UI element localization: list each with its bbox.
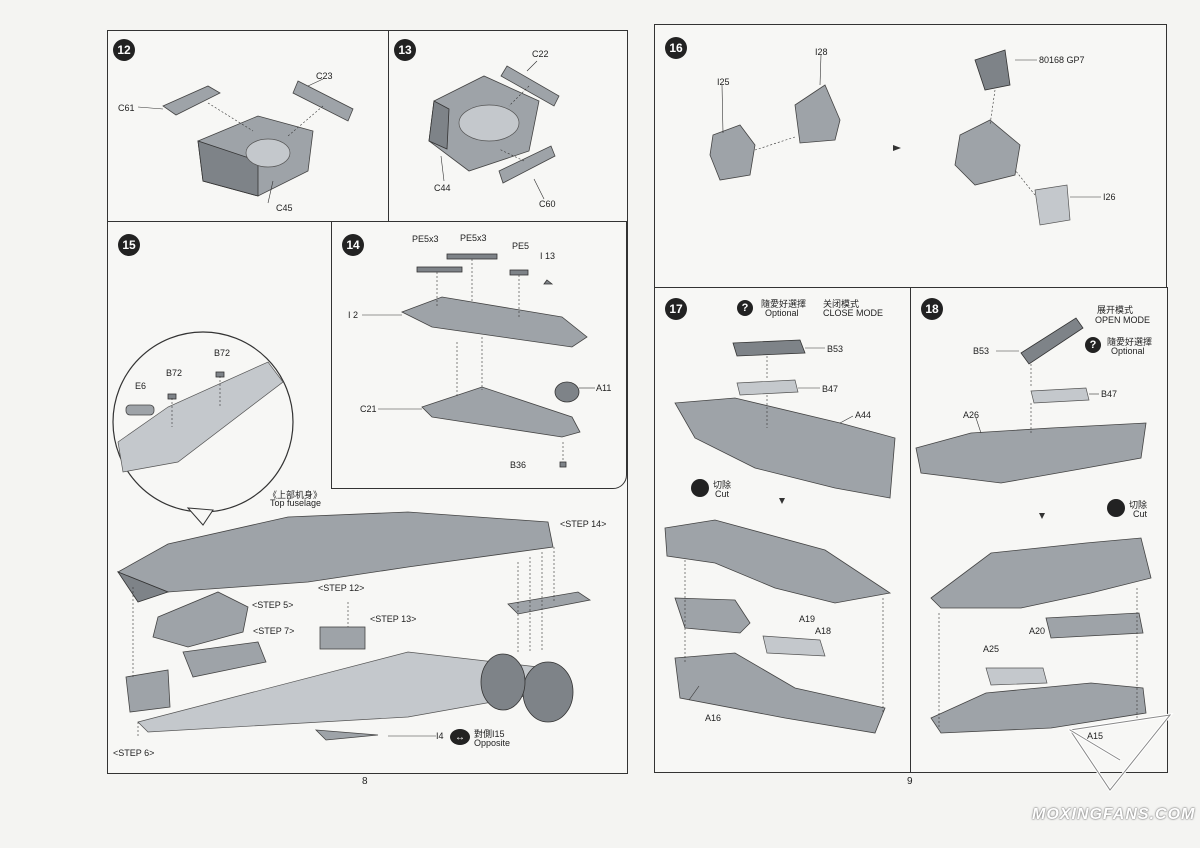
optional-label-en: Optional — [1111, 346, 1145, 356]
cut-label-cn: 切除 — [1129, 500, 1148, 510]
mode-label-en: CLOSE MODE — [823, 308, 884, 318]
step-17-drawing — [664, 339, 896, 734]
part-label: PE5x3 — [460, 233, 487, 243]
part-label: I 2 — [348, 310, 359, 320]
callout-caption-en: Top fuselage — [270, 498, 322, 508]
watermark-text: MOXINGFANS.COM — [1032, 806, 1196, 823]
part-label: C45 — [276, 203, 293, 213]
step-ref: <STEP 7> — [253, 626, 295, 636]
step-ref: <STEP 12> — [318, 583, 365, 593]
part-label: A18 — [815, 626, 832, 636]
step-ref: <STEP 14> — [560, 519, 607, 529]
part-label: B53 — [827, 344, 844, 354]
optional-icon: ? — [1085, 335, 1101, 353]
step-14-panel: 14 PE5x3 PE5x3 PE5 I 13 I 2 C21 A11 B36 — [331, 221, 627, 489]
part-label: PE5x3 — [412, 234, 439, 244]
step-15-panel: 15 E6 B72 B72 《上部机身》 Top fuselage <STEP … — [107, 221, 628, 774]
opposite-label-cn: 對側I15 — [474, 729, 505, 739]
step-12-drawing — [137, 78, 354, 204]
part-label: E6 — [135, 381, 147, 391]
step-number-16: 16 — [665, 37, 687, 59]
part-label: 80168 GP7 — [1039, 55, 1085, 65]
step-15-drawing — [112, 331, 592, 741]
step-14-drawing — [362, 253, 595, 468]
step-16-drawing — [709, 49, 1101, 226]
opposite-label-en: Opposite — [474, 738, 511, 748]
step-ref: <STEP 13> — [370, 614, 417, 624]
step-number-15: 15 — [118, 234, 140, 256]
part-label: I 13 — [540, 251, 556, 261]
part-label: C22 — [532, 49, 549, 59]
part-label: C61 — [118, 103, 135, 113]
step-13-panel: 13 C22 C44 C60 — [388, 30, 628, 223]
page-number: 9 — [907, 776, 913, 787]
optional-icon: ? — [737, 298, 753, 316]
part-label: C60 — [539, 199, 556, 209]
step-number-17: 17 — [665, 298, 687, 320]
part-label: C21 — [360, 404, 377, 414]
optional-label-en: Optional — [765, 308, 799, 318]
step-12-panel: 12 C61 C23 C45 — [107, 30, 390, 223]
part-label: A44 — [855, 410, 872, 420]
left-page: 12 C61 C23 C45 13 C22 C44 C60 — [107, 30, 628, 787]
step-ref: <STEP 6> — [113, 748, 155, 758]
cut-label-cn: 切除 — [713, 480, 732, 490]
step-ref: <STEP 5> — [252, 600, 294, 610]
step-number-14: 14 — [342, 234, 364, 256]
step-17-panel: 17 ? 隨愛好選擇 Optional 关闭模式 CLOSE MODE B53 … — [654, 287, 912, 773]
part-label: A26 — [963, 410, 980, 420]
mode-label-en: OPEN MODE — [1095, 315, 1151, 325]
cut-icon — [1107, 499, 1125, 522]
step-number-18: 18 — [921, 298, 943, 320]
optional-label-cn: 隨愛好選擇 — [761, 299, 807, 309]
part-label: B53 — [973, 346, 990, 356]
part-label: A20 — [1029, 626, 1046, 636]
part-label: B47 — [822, 384, 839, 394]
step-13-drawing — [428, 60, 560, 200]
part-label: I25 — [717, 77, 730, 87]
part-label: I4 — [436, 731, 444, 741]
part-label: C44 — [434, 183, 451, 193]
part-label: A25 — [983, 644, 1000, 654]
part-label: A15 — [1087, 731, 1104, 741]
step-16-panel: 16 I25 I28 80168 GP7 I26 — [654, 24, 1167, 289]
optional-label-cn: 隨愛好選擇 — [1107, 337, 1153, 347]
part-label: A19 — [799, 614, 816, 624]
cut-label-en: Cut — [715, 489, 730, 499]
step-18-drawing — [915, 317, 1152, 734]
cut-icon — [691, 479, 709, 502]
callout-caption-cn: 《上部机身》 — [268, 490, 323, 500]
right-page: 16 I25 I28 80168 GP7 I26 17 ? 隨愛好選擇 — [600, 0, 1200, 848]
part-label: A16 — [705, 713, 722, 723]
page-number: 8 — [362, 776, 368, 787]
part-label: B72 — [214, 348, 231, 358]
part-label: B36 — [510, 460, 527, 470]
step-18-panel: 18 展开模式 OPEN MODE ? 隨愛好選擇 Optional B53 B… — [910, 287, 1168, 773]
step-number-13: 13 — [394, 39, 416, 61]
part-label: B72 — [166, 368, 183, 378]
part-label: A11 — [596, 383, 612, 393]
part-label: I26 — [1103, 192, 1116, 202]
part-label: B47 — [1101, 389, 1118, 399]
part-label: C23 — [316, 71, 333, 81]
cut-label-en: Cut — [1133, 509, 1148, 519]
step-number-12: 12 — [113, 39, 135, 61]
part-label: I28 — [815, 47, 828, 57]
part-label: PE5 — [512, 241, 530, 251]
mode-label-cn: 展开模式 — [1097, 305, 1134, 315]
opposite-icon: ↔ — [450, 729, 470, 745]
mode-label-cn: 关闭模式 — [823, 299, 860, 309]
